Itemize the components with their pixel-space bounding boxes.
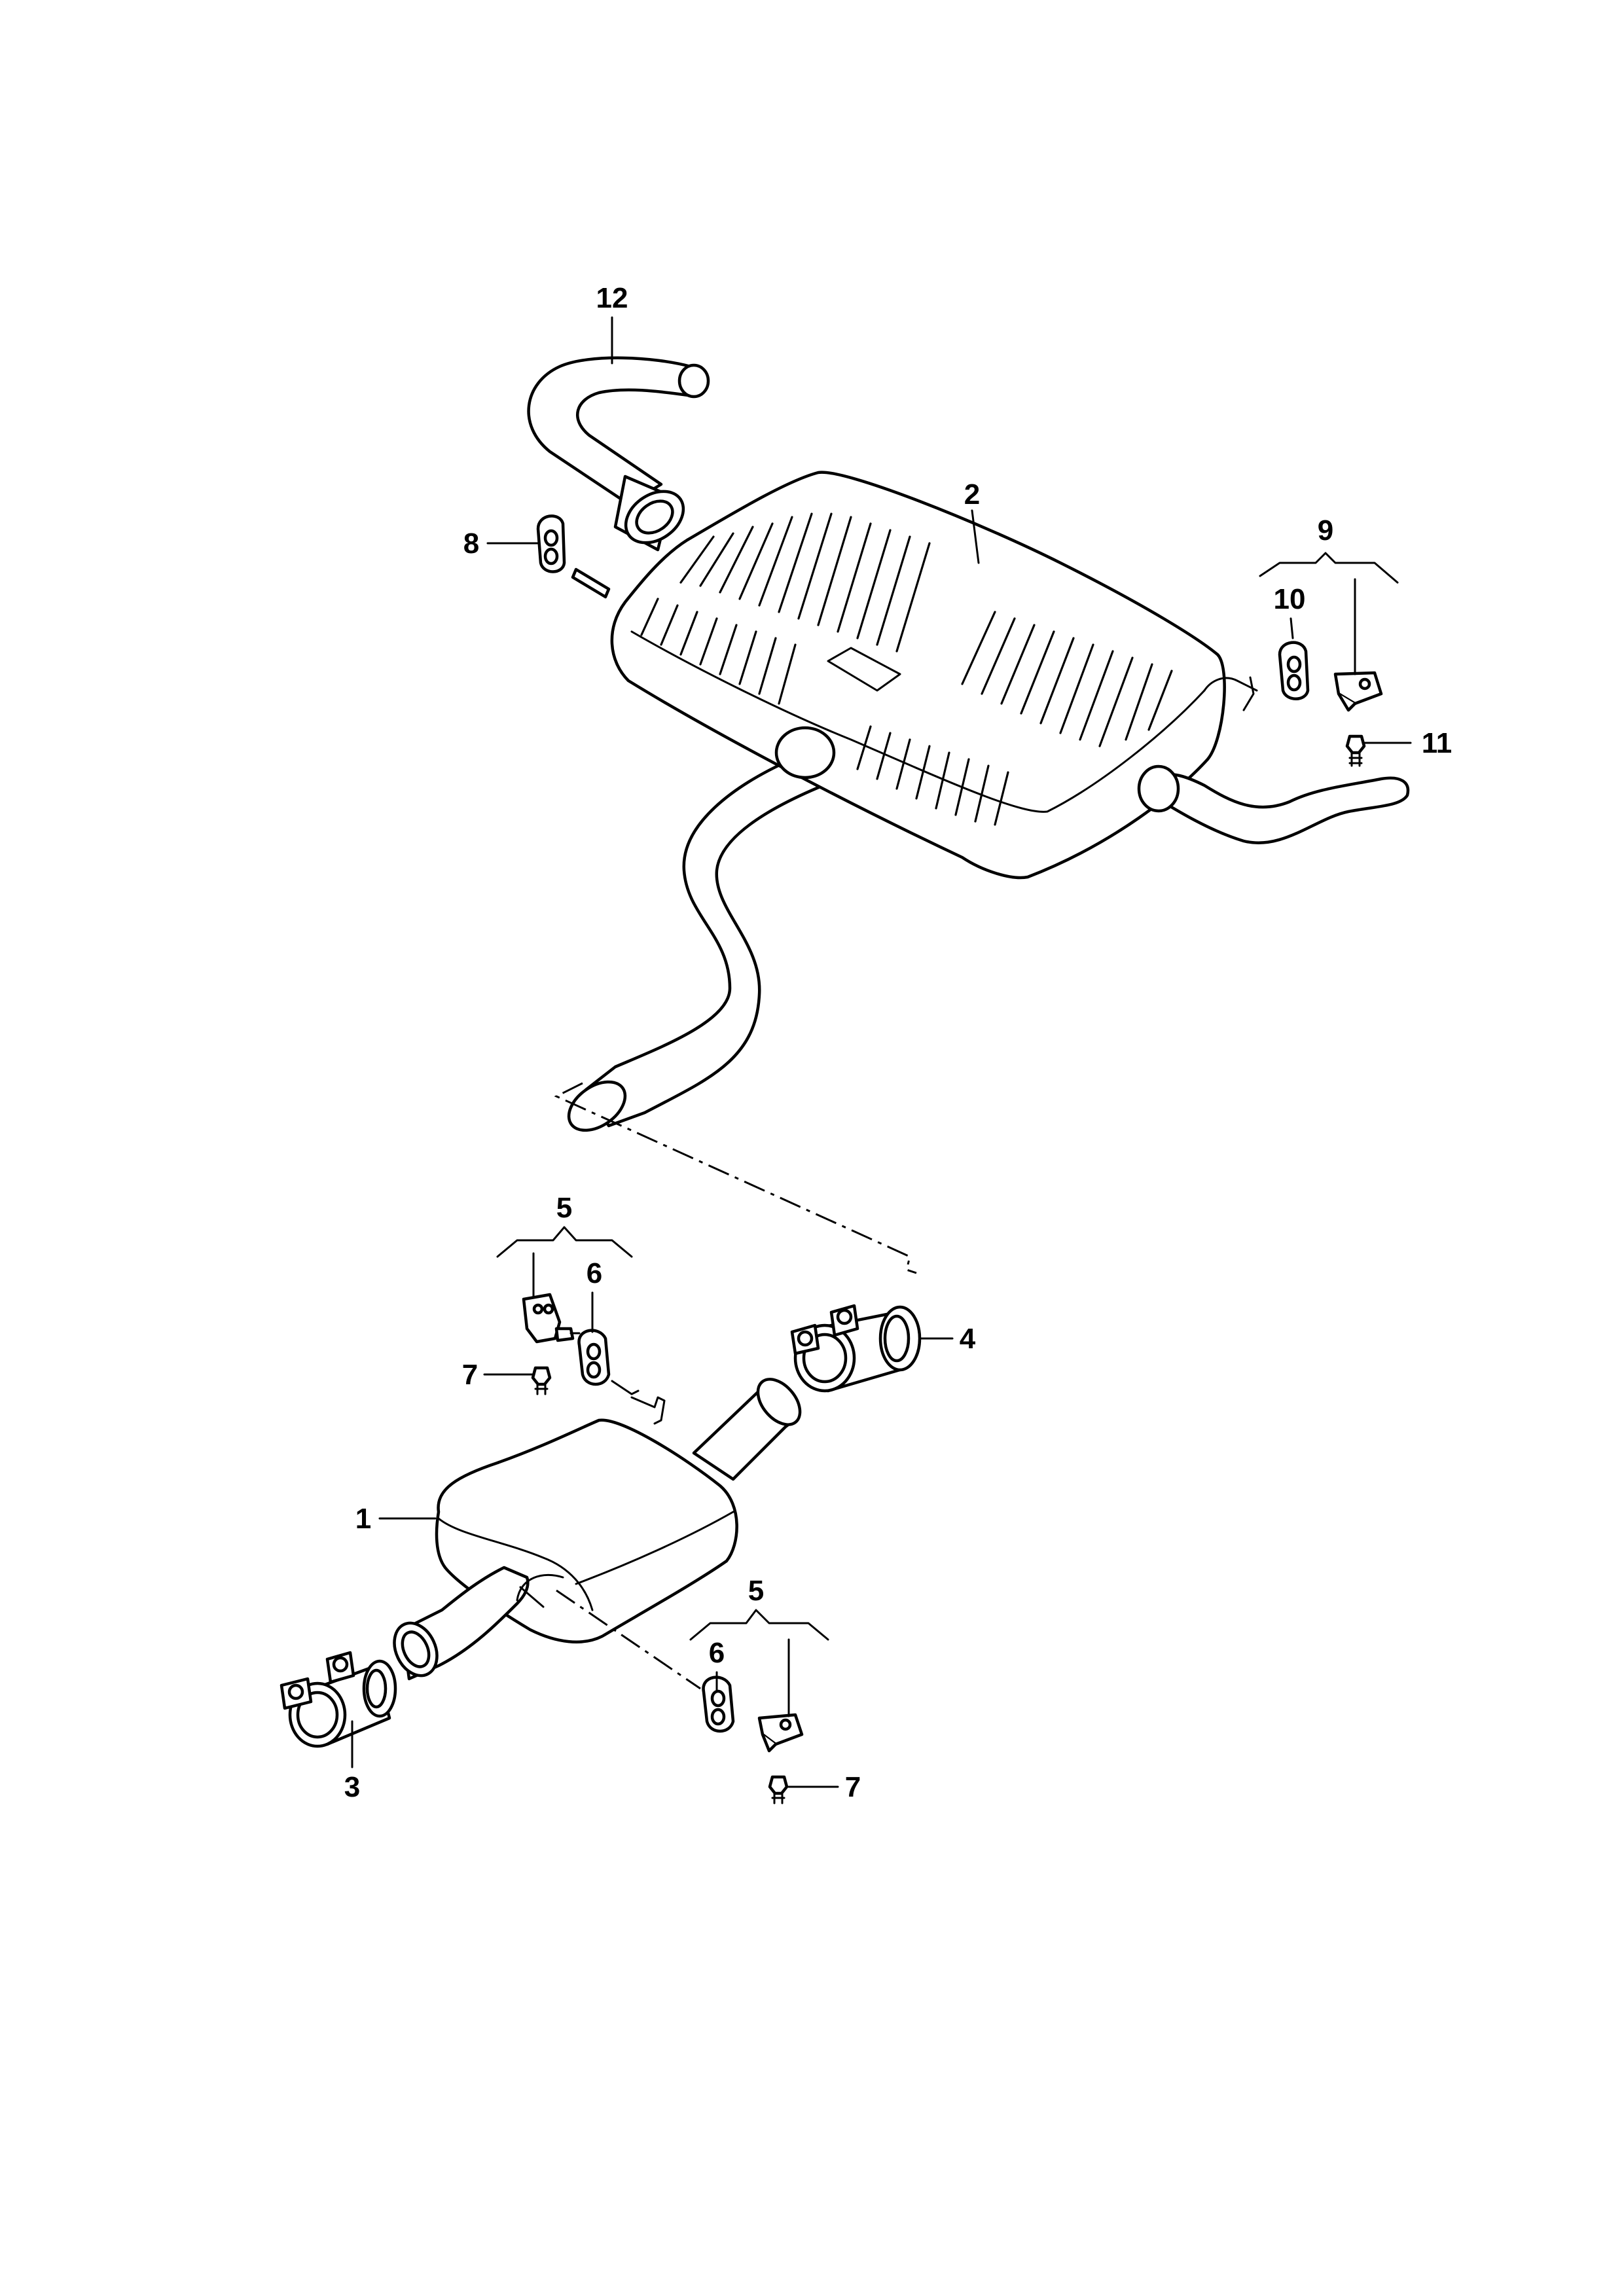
- part-4-pipe-clamp: [790, 1304, 922, 1393]
- part-7-bolt-lower: [768, 1775, 789, 1804]
- part-3-pipe-clamp: [280, 1651, 397, 1748]
- part-11-bolt: [1345, 734, 1366, 767]
- part-1-front-silencer: [393, 1378, 802, 1681]
- callout-5-upper: 5: [556, 1192, 572, 1224]
- callout-8: 8: [463, 528, 479, 560]
- part-8-rubber-mount: [536, 514, 566, 573]
- callout-9: 9: [1318, 514, 1333, 547]
- connection-centerline: [554, 1082, 917, 1274]
- callout-12: 12: [596, 282, 628, 314]
- callout-3: 3: [344, 1771, 360, 1803]
- callout-6-upper: 6: [586, 1257, 602, 1289]
- callout-10: 10: [1274, 583, 1306, 615]
- part-6-rubber-mount-upper: [577, 1329, 611, 1386]
- silencer-ribs: [640, 512, 1173, 826]
- callout-labels: 12 2 8 9 10 11 5 6 7 4 1 5 6 7 3: [344, 282, 1453, 1803]
- callout-11: 11: [1422, 727, 1453, 759]
- callout-2: 2: [964, 478, 980, 511]
- lower-mount-centerline: [556, 1589, 701, 1690]
- part-10-rubber-mount: [1278, 641, 1310, 700]
- callout-4: 4: [960, 1323, 976, 1355]
- part-9-bracket: [1333, 671, 1383, 712]
- hanger-rod-upper: [611, 1380, 640, 1395]
- part-12-tailpipe-bend: [527, 356, 710, 552]
- callout-7-upper: 7: [462, 1359, 478, 1391]
- part-6-rubber-mount-lower: [702, 1676, 735, 1733]
- callout-5-lower: 5: [748, 1575, 764, 1607]
- part-5-bracket-lower: [757, 1713, 804, 1753]
- callout-1: 1: [355, 1503, 371, 1535]
- callout-6-lower: 6: [709, 1637, 725, 1669]
- part-2-rear-silencer: [567, 471, 1410, 1132]
- callout-7-lower: 7: [845, 1771, 861, 1803]
- part-7-bolt-upper: [531, 1366, 552, 1395]
- part-5-bracket-upper: [522, 1293, 581, 1344]
- leader-lines: [351, 316, 1412, 1788]
